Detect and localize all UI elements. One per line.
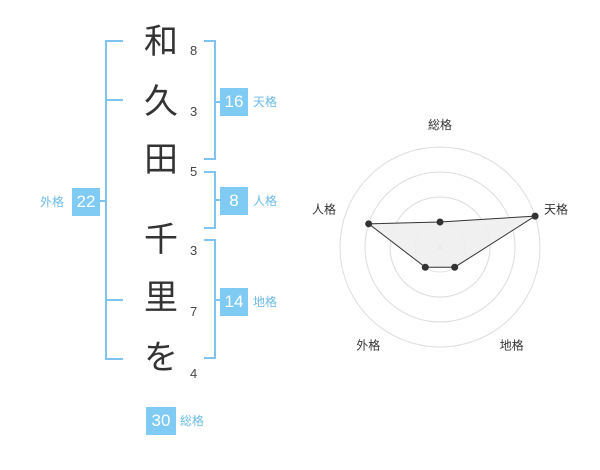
- radar-axis-label-3: 地格: [500, 338, 524, 353]
- name-char-1: 和: [144, 22, 178, 62]
- stroke-count-3: 5: [190, 164, 198, 179]
- tenkaku-bracket: [204, 40, 216, 160]
- radar-point-1: [436, 218, 444, 226]
- radar-point-5: [365, 220, 373, 228]
- radar-grid-ring: [339, 146, 541, 348]
- gaikaku-bracket-tick: [105, 99, 123, 101]
- name-char-4: 千: [144, 220, 178, 260]
- name-char-3: 田: [144, 140, 178, 180]
- stroke-count-6: 4: [190, 366, 198, 381]
- radar-grid-ring: [389, 196, 491, 298]
- stroke-count-4: 3: [190, 243, 198, 258]
- tenkaku-value: 16: [220, 88, 248, 116]
- jinkaku-value: 8: [220, 187, 248, 215]
- gaikaku-label: 外格: [40, 195, 65, 209]
- gaikaku-value: 22: [72, 188, 100, 216]
- tenkaku-bracket-stem: [215, 101, 221, 103]
- stroke-count-5: 7: [190, 304, 198, 319]
- name-char-2: 久: [144, 82, 178, 122]
- jinkaku-bracket-stem: [215, 199, 221, 201]
- chikaku-value: 14: [220, 288, 248, 316]
- chikaku-bracket-stem: [215, 299, 221, 301]
- radar-axis-label-5: 人格: [312, 201, 336, 216]
- radar-point-4: [421, 263, 429, 271]
- name-char-5: 里: [144, 278, 178, 318]
- chikaku-label: 地格: [253, 295, 278, 309]
- tenkaku-label: 天格: [253, 95, 278, 109]
- name-char-6: を: [144, 338, 178, 378]
- gaikaku-bracket: [105, 40, 123, 360]
- stroke-count-1: 8: [190, 43, 198, 58]
- radar-point-3: [451, 263, 459, 271]
- radar-axis-label-4: 外格: [356, 338, 380, 353]
- radar-point-2: [531, 212, 539, 220]
- gaikaku-bracket-tick: [105, 299, 123, 301]
- radar-grid-ring: [364, 171, 516, 323]
- stroke-count-2: 3: [190, 104, 198, 119]
- soukaku-value: 30: [146, 407, 176, 435]
- radar-axis-label-2: 天格: [544, 201, 568, 216]
- radar-axis-label-1: 総格: [428, 117, 452, 132]
- gaikaku-bracket-stem: [94, 200, 106, 202]
- jinkaku-label: 人格: [253, 194, 278, 208]
- radar-series-area: [367, 215, 536, 268]
- soukaku-label: 総格: [180, 414, 205, 428]
